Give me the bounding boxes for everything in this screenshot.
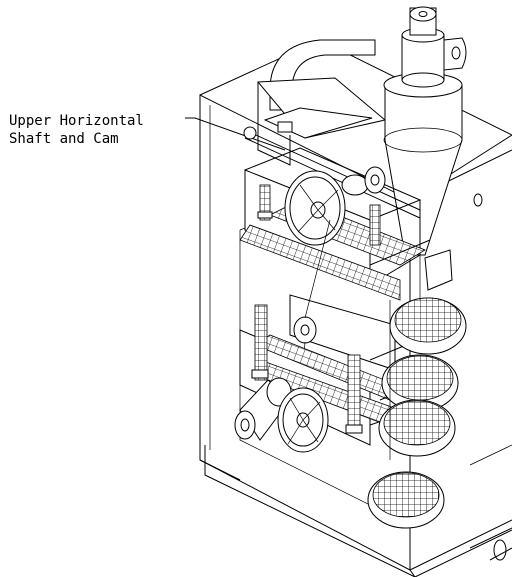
sieve-pans [367,297,467,529]
cyclone-separator [383,6,467,256]
upper-side-rails [257,184,381,246]
lower-flywheel [277,387,329,453]
sieve-pan-1 [389,297,467,355]
upper-flywheel [284,170,346,246]
lower-shaker-assembly [239,304,411,446]
callout-line-1: Upper Horizontal [9,113,144,129]
inlet-duct [256,39,387,166]
sieve-pan-4 [367,471,445,529]
callout-label: Upper Horizontal Shaft and Cam [9,113,286,151]
callout-leader-line [185,117,286,151]
sieve-pan-3 [378,399,456,457]
outlet-port [424,193,483,291]
pan-supports [389,255,512,466]
callout-line-2: Shaft and Cam [9,131,119,147]
base-skids [199,445,512,577]
